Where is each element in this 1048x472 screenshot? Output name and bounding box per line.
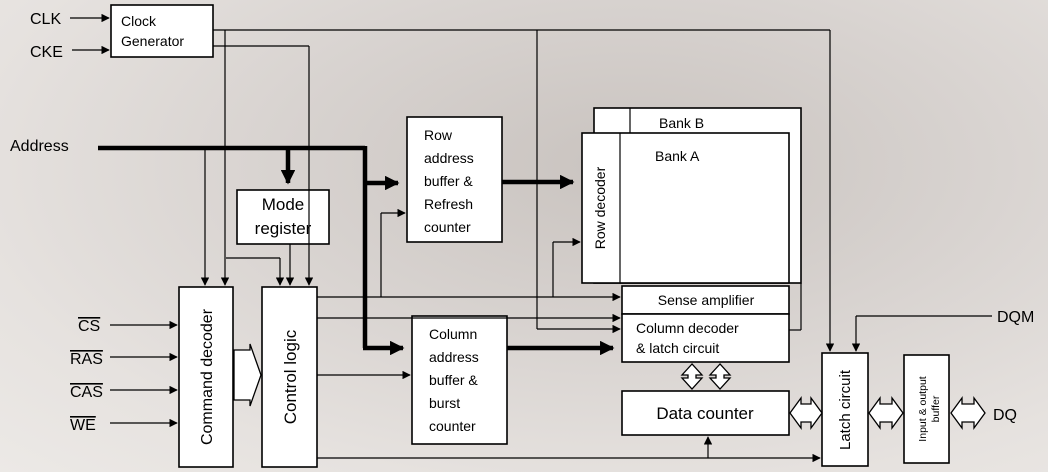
- mode-register-box: [236, 189, 330, 245]
- control-logic-label: Control logic: [281, 329, 300, 424]
- column-buffer-line-4: burst: [429, 395, 460, 411]
- clk-label: CLK: [30, 11, 61, 28]
- column-buffer-line-3: buffer &: [429, 372, 478, 388]
- row-buffer-line-4: Refresh: [424, 196, 473, 212]
- latch-circuit-label: Latch circuit: [837, 369, 854, 450]
- sense-amplifier-label: Sense amplifier: [658, 292, 755, 308]
- command-decoder-label: Command decoder: [199, 308, 216, 445]
- address-label: Address: [10, 138, 69, 155]
- clock-generator-line-1: Clock: [121, 13, 157, 29]
- clock-generator-box: [110, 4, 214, 58]
- bank-a-box: [581, 132, 790, 284]
- signal-lines: [70, 13, 992, 463]
- we-label: WE: [70, 417, 96, 434]
- command-decoder-box: [178, 286, 234, 468]
- row-buffer-line-3: buffer &: [424, 173, 473, 189]
- row-address-buffer-box: [406, 116, 503, 243]
- row-decoder-label: Row decoder: [592, 166, 608, 249]
- row-buffer-line-5: counter: [424, 219, 471, 235]
- row-buffer-line-2: address: [424, 150, 474, 166]
- io-buffer-line-1: Input & output: [917, 376, 929, 441]
- data-counter-box: [621, 390, 790, 436]
- io-buffer-box: [903, 354, 950, 464]
- control-logic-box: [261, 286, 318, 468]
- column-buffer-line-1: Column: [429, 326, 477, 342]
- row-buffer-line-1: Row: [424, 127, 453, 143]
- dqm-label: DQM: [997, 309, 1034, 326]
- io-buffer-line-2: buffer: [930, 395, 942, 422]
- cas-label: CAS: [70, 384, 103, 401]
- column-decoder-line-2: & latch circuit: [636, 340, 719, 356]
- column-decoder-line-1: Column decoder: [636, 320, 739, 336]
- column-address-buffer-box: [411, 315, 508, 445]
- latch-circuit-box: [821, 352, 869, 467]
- bank-a-label: Bank A: [655, 148, 700, 164]
- bus-arrows: [233, 343, 986, 430]
- address-bus: [98, 145, 615, 356]
- mode-register-line-1: Mode: [262, 195, 305, 214]
- cs-label: CS: [78, 318, 100, 335]
- clock-generator-line-2: Generator: [121, 33, 184, 49]
- mode-register-line-2: register: [255, 219, 312, 238]
- bank-b-label: Bank B: [659, 115, 704, 131]
- column-decoder-box: [621, 313, 790, 363]
- column-buffer-line-2: address: [429, 349, 479, 365]
- cke-label: CKE: [30, 44, 63, 61]
- dq-label: DQ: [993, 407, 1017, 424]
- data-counter-label: Data counter: [656, 404, 754, 423]
- ras-label: RAS: [70, 351, 103, 368]
- column-buffer-line-5: counter: [429, 418, 476, 434]
